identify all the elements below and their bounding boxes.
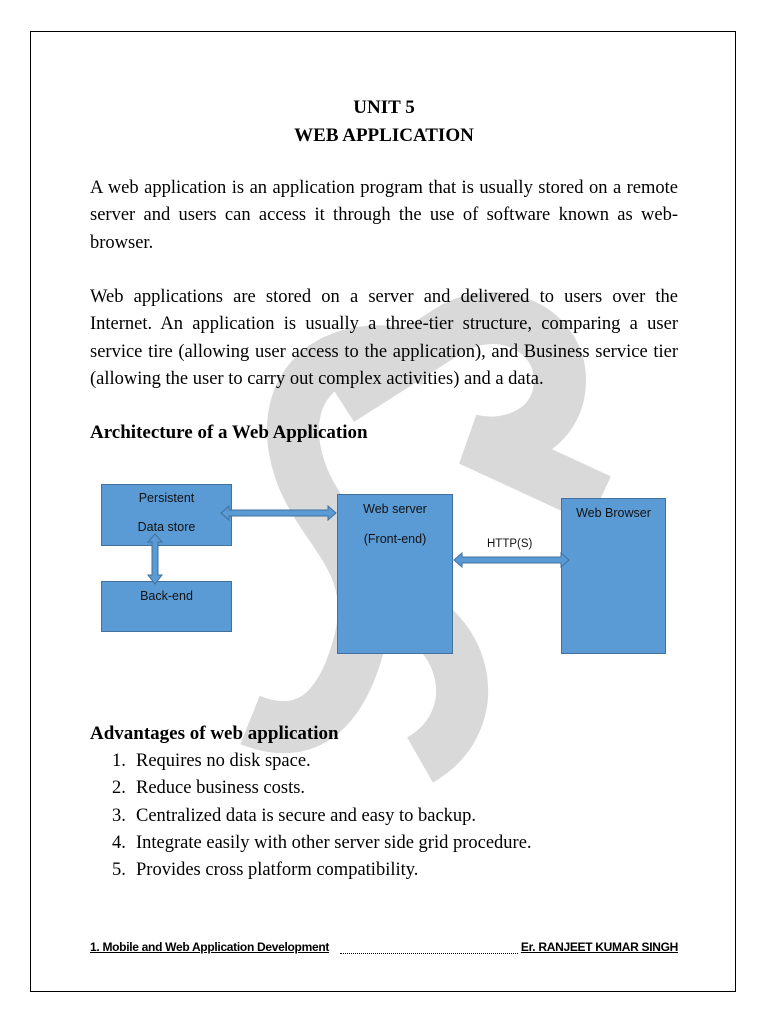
list-item: 1. Requires no disk space. [112,748,532,775]
architecture-heading: Architecture of a Web Application [90,422,368,443]
list-item: 2. Reduce business costs. [112,775,532,802]
unit-number: UNIT 5 [353,97,415,118]
list-item-text: Reduce business costs. [136,778,306,799]
http-protocol-label: HTTP(S) [476,532,546,552]
persistent-data-store-box: Persistent Data store [101,484,232,546]
backend-label: Back-end [140,589,193,603]
list-item-text: Provides cross platform compatibility. [136,860,419,881]
list-item-number: 5. [112,860,126,881]
list-item-text: Requires no disk space. [136,751,311,771]
advantages-heading: Advantages of web application [90,723,339,744]
footer-author: Er. RANJEET KUMAR SINGH [520,940,678,954]
web-server-box: Web server (Front-end) [337,494,453,654]
list-item-number: 3. [112,805,126,826]
footer-course-title: 1. Mobile and Web Application Developmen… [90,940,330,954]
persistent-data-store-label-1: Persistent [138,491,195,505]
list-item-number: 1. [112,751,126,771]
advantages-list: 1. Requires no disk space. 2. Reduce busin… [112,748,532,884]
list-item: 3. Centralized data is secure and easy to… [112,803,532,830]
list-item-number: 4. [112,832,126,853]
list-item: 5. Provides cross platform compatibility. [112,857,532,884]
list-item-text: Integrate easily with other server side … [136,832,532,853]
web-browser-label: Web Browser [576,506,651,520]
backend-box: Back-end [101,581,232,632]
web-browser-box: Web Browser [561,498,666,654]
list-item: 4. Integrate easily with other server sid… [112,830,532,857]
list-item-text: Centralized data is secure and easy to b… [136,805,477,826]
list-item-number: 2. [112,778,126,799]
tier-paragraph: Web applications are stored on a server … [90,287,678,389]
intro-paragraph: A web application is an application prog… [90,178,678,253]
web-server-label-2: (Front-end) [363,532,427,546]
persistent-data-store-label-2: Data store [137,520,196,534]
unit-title: WEB APPLICATION [294,125,474,146]
web-server-label-1: Web server [363,502,427,516]
footer-leader-dots [340,953,518,954]
document-title: UNIT 5 WEB APPLICATION [90,94,678,150]
page-footer: 1. Mobile and Web Application Developmen… [90,940,678,958]
page-border [30,31,736,992]
